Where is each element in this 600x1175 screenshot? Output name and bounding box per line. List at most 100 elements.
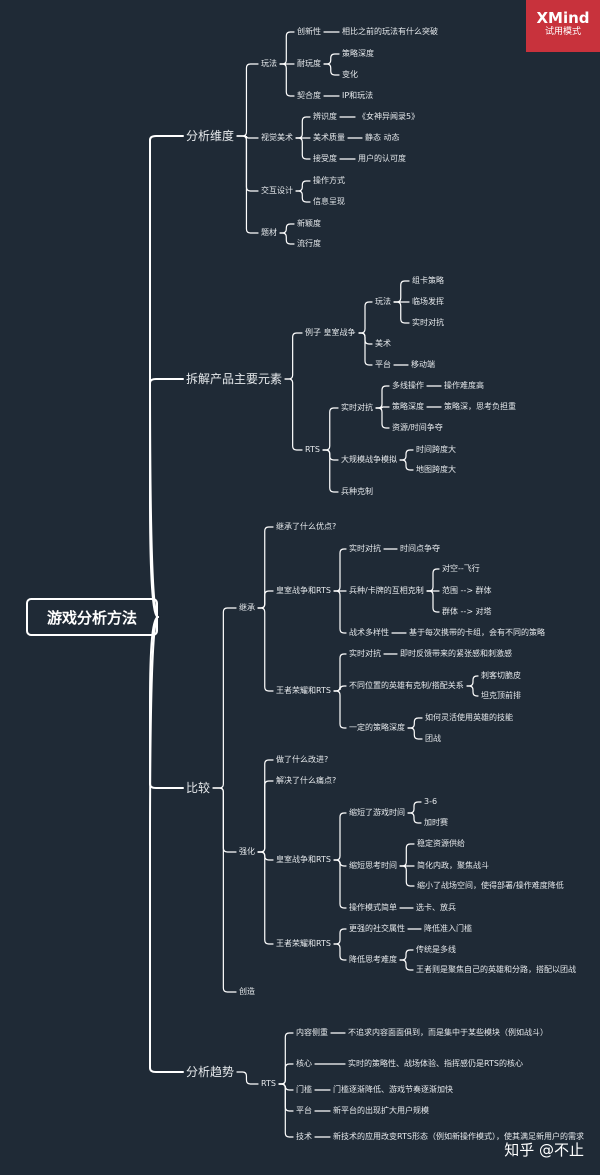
- topic-bj-jc-wz-bt-2[interactable]: 坦克顶前排: [481, 691, 521, 700]
- topic-cj-rts-ss-dx-1[interactable]: 操作难度高: [444, 381, 484, 390]
- topic-bj-qh-wz-jd-2[interactable]: 王者则是聚焦自己的英雄和分路，搭配以团战: [416, 965, 576, 974]
- topic-qs-nr-1[interactable]: 不追求内容面面俱到，而是集中于某些模块（例如战斗）: [348, 1028, 548, 1037]
- topic-bj-jc[interactable]: 继承: [239, 603, 255, 612]
- topic-bj-jc-wz-yd-2[interactable]: 团战: [425, 734, 441, 743]
- topic-fx-wf-nw[interactable]: 耐玩度: [297, 59, 321, 68]
- topic-bj-qh-hs-sk-3[interactable]: 缩小了战场空间，使得部署/操作难度降低: [417, 881, 564, 890]
- topic-qs-hx-1[interactable]: 实时的策略性、战场体验、指挥感仍是RTS的核心: [348, 1059, 523, 1068]
- connector-bj-jc-wz-yd: [333, 690, 347, 729]
- topic-cj-lz-wf-1[interactable]: 组卡策略: [412, 276, 444, 285]
- topic-qs[interactable]: 分析趋势: [186, 1065, 235, 1079]
- topic-cj-lz-wf-2[interactable]: 临场发挥: [412, 297, 444, 306]
- topic-qs-rts[interactable]: RTS: [261, 1079, 276, 1088]
- topic-bj-jc-wz-ss-1[interactable]: 即时反馈带来的紧张感和刺激感: [400, 649, 512, 658]
- topic-bj-jc-hs-bz-1[interactable]: 对空--飞行: [442, 564, 480, 573]
- topic-bj-qh-wz-jd-1[interactable]: 传统是多线: [416, 945, 456, 954]
- xmind-trial-badge[interactable]: XMind 试用模式: [526, 0, 600, 52]
- topic-cj-lz-wf-3[interactable]: 实时对抗: [412, 318, 444, 327]
- topic-bj[interactable]: 比较: [186, 781, 211, 795]
- topic-cj-rts-ss-cl-1[interactable]: 策略深，思考负担重: [444, 402, 516, 411]
- topic-cj-lz-pt-1[interactable]: 移动端: [411, 360, 435, 369]
- topic-bj-jc-wz-bt[interactable]: 不同位置的英雄有克制/搭配关系: [349, 681, 464, 690]
- topic-cj-rts-dg[interactable]: 大规模战争模拟: [341, 455, 397, 464]
- topic-fx-sj-js[interactable]: 接受度: [313, 154, 337, 163]
- topic-bj-jc-wz-bt-1[interactable]: 刺客切脆皮: [481, 671, 521, 680]
- topic-qs-js-1[interactable]: 新技术的应用改变RTS形态（例如新操作模式），使其满足新用户的需求: [333, 1132, 584, 1141]
- topic-bj-qh-hs-sk[interactable]: 缩短思考时间: [349, 861, 397, 870]
- topic-fx-wf-cx-1[interactable]: 相比之前的玩法有什么突破: [342, 27, 438, 36]
- topic-bj-qh[interactable]: 强化: [239, 847, 255, 856]
- topic-fx-wf-qh[interactable]: 契合度: [297, 91, 321, 100]
- topic-bj-qh-hs-cz-1[interactable]: 选卡、放兵: [416, 903, 456, 912]
- topic-bj-qh-hs[interactable]: 皇室战争和RTS: [276, 855, 331, 864]
- topic-bj-qh-wz-jd[interactable]: 降低思考难度: [349, 955, 397, 964]
- topic-fx-wf-cx[interactable]: 创新性: [297, 27, 321, 36]
- topic-fx-sj-bs[interactable]: 辨识度: [313, 112, 337, 121]
- topic-cj-rts-ss[interactable]: 实时对抗: [341, 403, 373, 412]
- topic-cj-lz[interactable]: 例子 皇室战争: [305, 328, 356, 337]
- topic-fx-jh-1[interactable]: 操作方式: [313, 176, 345, 185]
- topic-qs-mk[interactable]: 门槛: [296, 1085, 312, 1094]
- topic-fx-wf-qh-1[interactable]: IP和玩法: [342, 91, 374, 100]
- topic-fx-tc-2[interactable]: 流行度: [297, 239, 321, 248]
- topic-fx-sj-ms[interactable]: 美术质量: [313, 133, 345, 142]
- topic-cj-rts[interactable]: RTS: [305, 445, 320, 454]
- topic-cj-rts-dg-2[interactable]: 地图跨度大: [416, 465, 456, 474]
- root-topic[interactable]: 游戏分析方法: [26, 598, 158, 636]
- topic-bj-qh-q2[interactable]: 解决了什么痛点?: [276, 776, 337, 785]
- topic-qs-mk-1[interactable]: 门槛逐渐降低、游戏节奏逐渐加快: [333, 1085, 453, 1094]
- topic-fx-wf[interactable]: 玩法: [261, 59, 277, 68]
- topic-bj-jc-hs-ss[interactable]: 实时对抗: [349, 544, 381, 553]
- topic-fx-sj[interactable]: 视觉美术: [261, 133, 293, 142]
- topic-bj-jc-wz-yd[interactable]: 一定的策略深度: [349, 723, 405, 732]
- topic-fx-jh[interactable]: 交互设计: [261, 186, 293, 195]
- topic-fx-wf-nw-2[interactable]: 变化: [342, 70, 358, 79]
- topic-fx-sj-bs-1[interactable]: 《女神异闻录5》: [358, 112, 420, 121]
- topic-fx-tc-1[interactable]: 新颖度: [297, 219, 321, 228]
- topic-fx-wf-nw-1[interactable]: 策略深度: [342, 49, 374, 58]
- topic-bj-qh-wz-sj[interactable]: 更强的社交属性: [349, 924, 405, 933]
- topic-fx[interactable]: 分析维度: [186, 129, 235, 143]
- topic-bj-qh-wz-sj-1[interactable]: 降低准入门槛: [424, 924, 472, 933]
- topic-bj-jc-wz-ss[interactable]: 实时对抗: [349, 649, 381, 658]
- topic-bj-jc-hs-bz-2[interactable]: 范围 --> 群体: [442, 586, 492, 595]
- topic-bj-qh-wz[interactable]: 王者荣耀和RTS: [276, 939, 331, 948]
- topic-fx-jh-2[interactable]: 信息呈现: [313, 197, 345, 206]
- topic-bj-jc-wz[interactable]: 王者荣耀和RTS: [276, 686, 331, 695]
- topic-bj-qh-hs-sk-1[interactable]: 稳定资源供给: [417, 839, 465, 848]
- topic-bj-qh-hs-cz[interactable]: 操作模式简单: [349, 903, 397, 912]
- topic-bj-qh-hs-sk-2[interactable]: 简化内政，聚焦战斗: [417, 861, 489, 870]
- topic-bj-jc-hs-ss-1[interactable]: 时间点争夺: [400, 544, 440, 553]
- topic-cj-rts-ss-zy[interactable]: 资源/时间争夺: [392, 423, 443, 432]
- topic-cj-lz-wf[interactable]: 玩法: [375, 297, 391, 306]
- topic-bj-qh-hs-sd[interactable]: 缩短了游戏时间: [349, 808, 405, 817]
- topic-cj-rts-ss-cl[interactable]: 策略深度: [392, 402, 424, 411]
- topic-bj-qh-hs-sd-2[interactable]: 加时赛: [424, 818, 448, 827]
- connector-bj-qh-hs-sd-2: [407, 812, 422, 824]
- topic-qs-pt[interactable]: 平台: [296, 1106, 312, 1115]
- topic-bj-qh-hs-sd-1[interactable]: 3-6: [424, 797, 438, 806]
- topic-cj-rts-dg-1[interactable]: 时间跨度大: [416, 445, 456, 454]
- topic-bj-qh-q1[interactable]: 做了什么改进?: [276, 755, 329, 764]
- topic-bj-jc-wz-yd-1[interactable]: 如何灵活使用英雄的技能: [425, 713, 513, 722]
- topic-bj-jc-hs-zs[interactable]: 战术多样性: [349, 628, 389, 637]
- topic-fx-sj-js-1[interactable]: 用户的认可度: [358, 154, 406, 163]
- topic-qs-hx[interactable]: 核心: [296, 1059, 312, 1068]
- topic-cj-rts-ss-dx[interactable]: 多线操作: [392, 381, 424, 390]
- topic-bj-cz[interactable]: 创造: [239, 987, 255, 996]
- topic-qs-js[interactable]: 技术: [296, 1132, 312, 1141]
- topic-bj-jc-hs[interactable]: 皇室战争和RTS: [276, 586, 331, 595]
- topic-qs-pt-1[interactable]: 新平台的出现扩大用户规模: [333, 1106, 429, 1115]
- topic-fx-sj-ms-1[interactable]: 静态 动态: [365, 133, 400, 142]
- topic-fx-tc[interactable]: 题材: [261, 228, 277, 237]
- topic-cj-rts-bz[interactable]: 兵种克制: [341, 487, 373, 496]
- topic-bj-jc-hs-bz[interactable]: 兵种/卡牌的互相克制: [349, 586, 424, 595]
- topic-qs-nr[interactable]: 内容侧重: [296, 1028, 328, 1037]
- topic-bj-jc-q[interactable]: 继承了什么优点?: [276, 522, 337, 531]
- topic-cj-lz-pt[interactable]: 平台: [375, 360, 391, 369]
- topic-cj[interactable]: 拆解产品主要元素: [186, 372, 283, 386]
- topic-bj-jc-hs-zs-1[interactable]: 基于每次携带的卡组，会有不同的策略: [409, 628, 545, 637]
- topic-cj-lz-ms[interactable]: 美术: [375, 339, 391, 348]
- topic-bj-jc-hs-bz-3[interactable]: 群体 --> 对塔: [442, 607, 492, 616]
